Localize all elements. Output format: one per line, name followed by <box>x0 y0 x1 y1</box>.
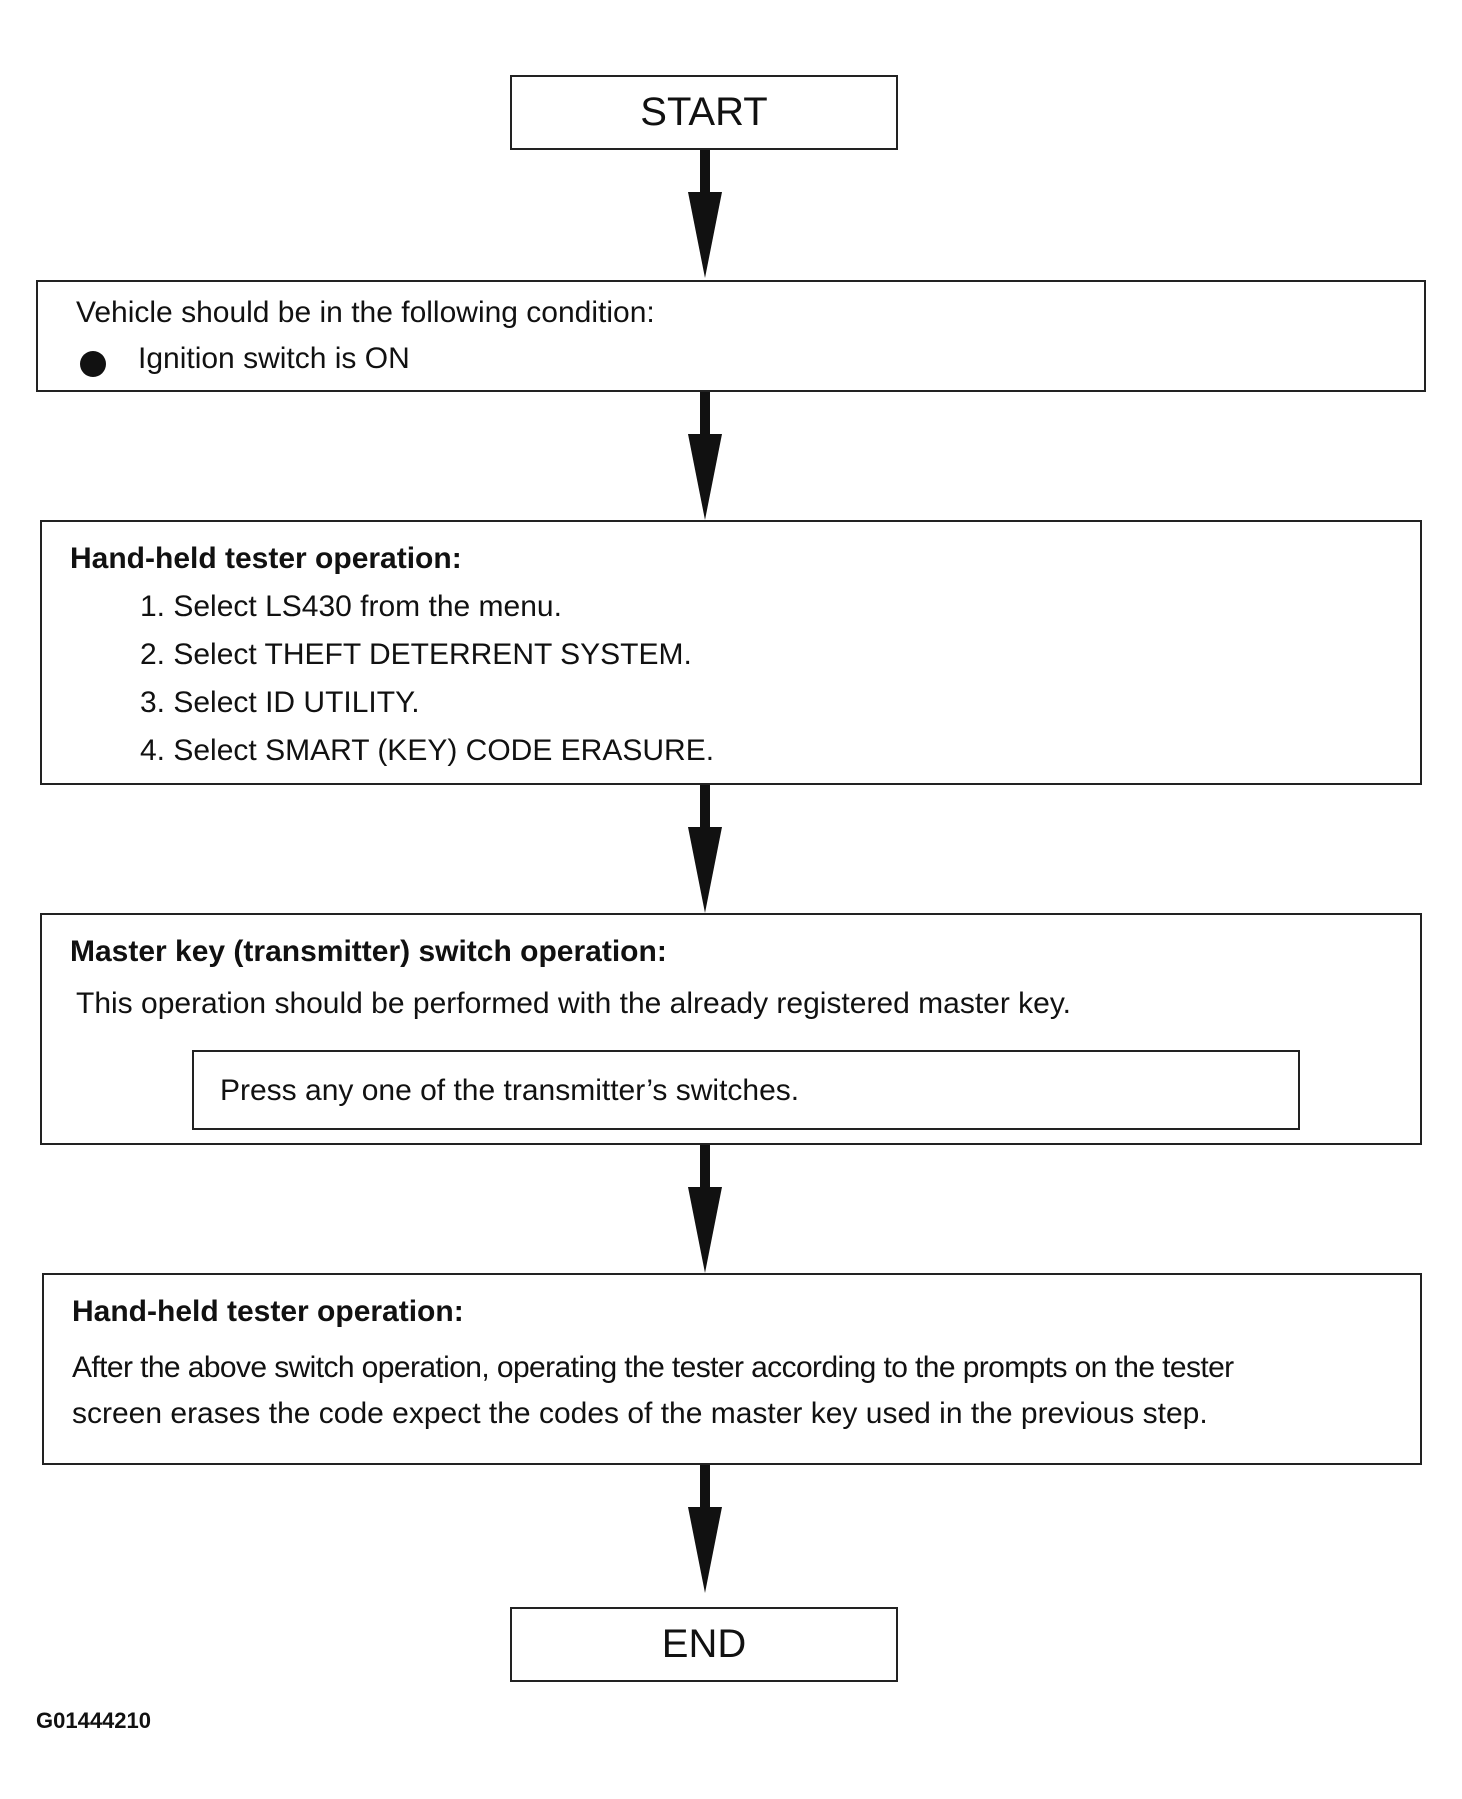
arrow-condition-to-tester <box>688 392 722 520</box>
tester-operation-box-2: Hand-held tester operation: After the ab… <box>42 1273 1422 1465</box>
end-label: END <box>661 1622 747 1666</box>
arrow-start-to-condition <box>688 150 722 278</box>
tester-step-2: 2. Select THEFT DETERRENT SYSTEM. <box>140 638 692 671</box>
tester-operation-heading-2: Hand-held tester operation: <box>72 1295 464 1328</box>
bullet-icon <box>80 351 106 377</box>
arrow-masterkey-to-tester <box>688 1145 722 1273</box>
tester-step-4: 4. Select SMART (KEY) CODE ERASURE. <box>140 734 715 767</box>
tester-step-1: 1. Select LS430 from the menu. <box>140 590 562 623</box>
condition-box: Vehicle should be in the following condi… <box>36 280 1426 392</box>
condition-bullet-text: Ignition switch is ON <box>138 342 410 375</box>
figure-id: G01444210 <box>36 1708 151 1733</box>
end-node: END <box>510 1607 898 1682</box>
start-label: START <box>640 90 768 134</box>
tester-operation-box-1: Hand-held tester operation: 1. Select LS… <box>40 520 1422 785</box>
tester-operation-heading-1: Hand-held tester operation: <box>70 542 462 575</box>
master-key-heading: Master key (transmitter) switch operatio… <box>70 935 667 968</box>
master-key-inner-text: Press any one of the transmitter’s switc… <box>220 1074 800 1107</box>
start-node: START <box>510 75 898 150</box>
master-key-inner-box: Press any one of the transmitter’s switc… <box>192 1050 1300 1130</box>
tester-operation-text-line-1: After the above switch operation, operat… <box>72 1351 1234 1384</box>
arrow-tester-to-end <box>688 1465 722 1593</box>
master-key-box: Master key (transmitter) switch operatio… <box>40 913 1422 1145</box>
tester-step-3: 3. Select ID UTILITY. <box>140 686 420 719</box>
condition-intro: Vehicle should be in the following condi… <box>76 296 655 329</box>
arrow-tester-to-masterkey <box>688 785 722 913</box>
master-key-text: This operation should be performed with … <box>76 987 1071 1020</box>
tester-operation-text-line-2: screen erases the code expect the codes … <box>72 1397 1208 1430</box>
